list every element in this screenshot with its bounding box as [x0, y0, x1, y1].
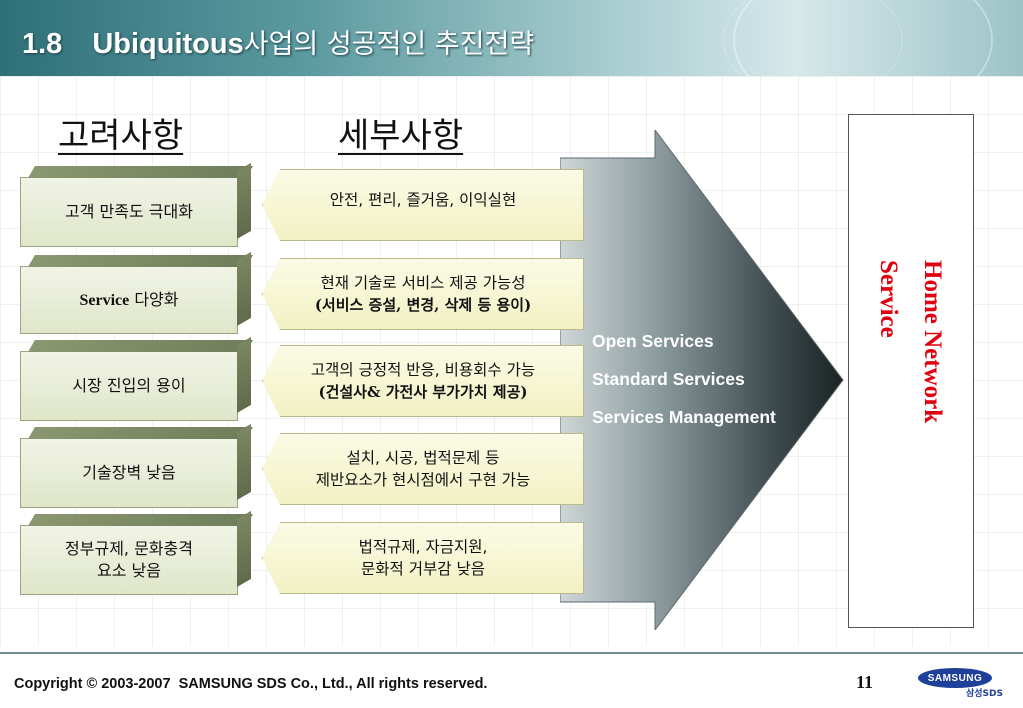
title-ko: 사업의 성공적인 추진전략: [243, 29, 535, 60]
samsung-logo-oval: SAMSUNG: [918, 668, 992, 688]
samsung-sds-logo: SAMSUNG 삼성SDS: [918, 668, 1014, 700]
arrow-text-block: Open Services Standard Services Services…: [592, 322, 776, 436]
service-line2: Service: [875, 260, 902, 338]
detail-line1: 설치, 시공, 법적문제 등: [346, 449, 500, 467]
consideration-label-ko: 다양화: [129, 289, 179, 309]
detail-line1: 고객의 긍정적 반응, 비용회수 가능: [310, 361, 536, 379]
detail-line2: (서비스 증설, 변경, 삭제 등 용이): [314, 296, 532, 314]
header-decoration: [723, 0, 903, 76]
detail-line2: (건설사& 가전사 부가가치 제공): [318, 383, 528, 401]
consideration-label-line2: 요소 낮음: [97, 561, 161, 580]
detail-line2: 문화적 거부감 낮음: [361, 560, 485, 578]
slide-title: 1.8 Ubiquitous사업의 성공적인 추진전략: [22, 22, 534, 61]
consideration-label: 고객 만족도 극대화: [65, 202, 193, 221]
samsung-sds-wordmark: 삼성SDS: [966, 689, 1003, 699]
page-number: 11: [856, 672, 874, 692]
home-network-service-box: [848, 114, 974, 628]
detail-box: 고객의 긍정적 반응, 비용회수 가능 (건설사& 가전사 부가가치 제공): [262, 345, 584, 417]
consideration-label: 시장 진입의 용이: [72, 376, 186, 395]
footer-divider: [0, 652, 1023, 654]
section-number: 1.8: [22, 28, 63, 60]
copyright-text: Copyright © 2003-2007 SAMSUNG SDS Co., L…: [14, 676, 488, 692]
arrow-item-open-services: Open Services: [592, 331, 714, 351]
service-line1: Home Network: [919, 260, 946, 424]
arrow-item-services-management: Services Management: [592, 407, 776, 427]
consideration-box: 시장 진입의 용이: [20, 351, 238, 421]
consideration-label-en: Service: [79, 291, 130, 309]
consideration-box: 고객 만족도 극대화: [20, 177, 238, 247]
detail-box: 법적규제, 자금지원, 문화적 거부감 낮음: [262, 522, 584, 594]
consideration-label-line1: 정부규제, 문화충격: [65, 539, 193, 558]
title-en: Ubiquitous: [92, 28, 244, 60]
detail-box: 안전, 편리, 즐거움, 이익실현: [262, 169, 584, 241]
detail-line2: 제반요소가 현시점에서 구현 가능: [315, 471, 531, 489]
home-network-service-label: Home Network Service: [864, 260, 954, 500]
considerations-heading: 고려사항: [58, 116, 184, 156]
detail-box: 설치, 시공, 법적문제 등 제반요소가 현시점에서 구현 가능: [262, 433, 584, 505]
big-arrow: [560, 130, 844, 630]
details-heading: 세부사항: [338, 116, 464, 156]
detail-line1: 법적규제, 자금지원,: [358, 538, 488, 556]
arrow-item-standard-services: Standard Services: [592, 369, 745, 389]
detail-line1: 안전, 편리, 즐거움, 이익실현: [329, 191, 517, 209]
title-bar: 1.8 Ubiquitous사업의 성공적인 추진전략: [0, 0, 1023, 76]
detail-box: 현재 기술로 서비스 제공 가능성 (서비스 증설, 변경, 삭제 등 용이): [262, 258, 584, 330]
detail-line1: 현재 기술로 서비스 제공 가능성: [320, 274, 526, 292]
consideration-label: 기술장벽 낮음: [82, 463, 176, 482]
consideration-box: Service 다양화: [20, 266, 238, 334]
consideration-box: 정부규제, 문화충격 요소 낮음: [20, 525, 238, 595]
consideration-box: 기술장벽 낮음: [20, 438, 238, 508]
